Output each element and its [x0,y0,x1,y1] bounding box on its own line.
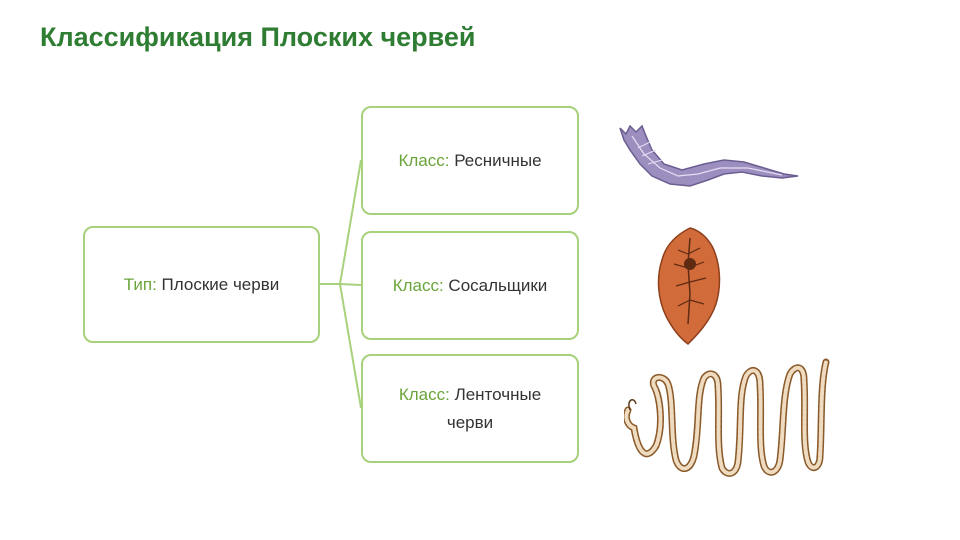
class-name: Сосальщики [448,275,548,295]
class-label-ciliated: Класс: Ресничные [398,147,541,174]
class-label-tapeworms: Класс: Ленточные черви [383,381,557,435]
phylum-name: Плоские черви [161,274,280,294]
connector-line-ciliated [339,159,362,285]
class-name: Ленточные черви [446,385,542,432]
connector-line-tapeworms [339,283,362,409]
phylum-prefix: Тип: [123,274,157,294]
phylum-label: Тип: Плоские черви [124,271,280,298]
class-label-flukes: Класс: Сосальщики [393,272,548,299]
phylum-box: Тип: Плоские черви [83,226,320,343]
liver-fluke-image [657,227,721,345]
class-name: Ресничные [454,150,542,170]
class-box-ciliated: Класс: Ресничные [361,106,579,215]
class-prefix: Класс: [398,150,450,170]
class-prefix: Класс: [398,385,450,405]
tapeworm-image [624,358,830,477]
class-box-flukes: Класс: Сосальщики [361,231,579,340]
connector-line-flukes [339,283,362,286]
class-prefix: Класс: [392,275,444,295]
class-box-tapeworms: Класс: Ленточные черви [361,354,579,463]
page-title: Классификация Плоских червей [40,22,476,52]
planarian-worm-image [619,124,799,187]
